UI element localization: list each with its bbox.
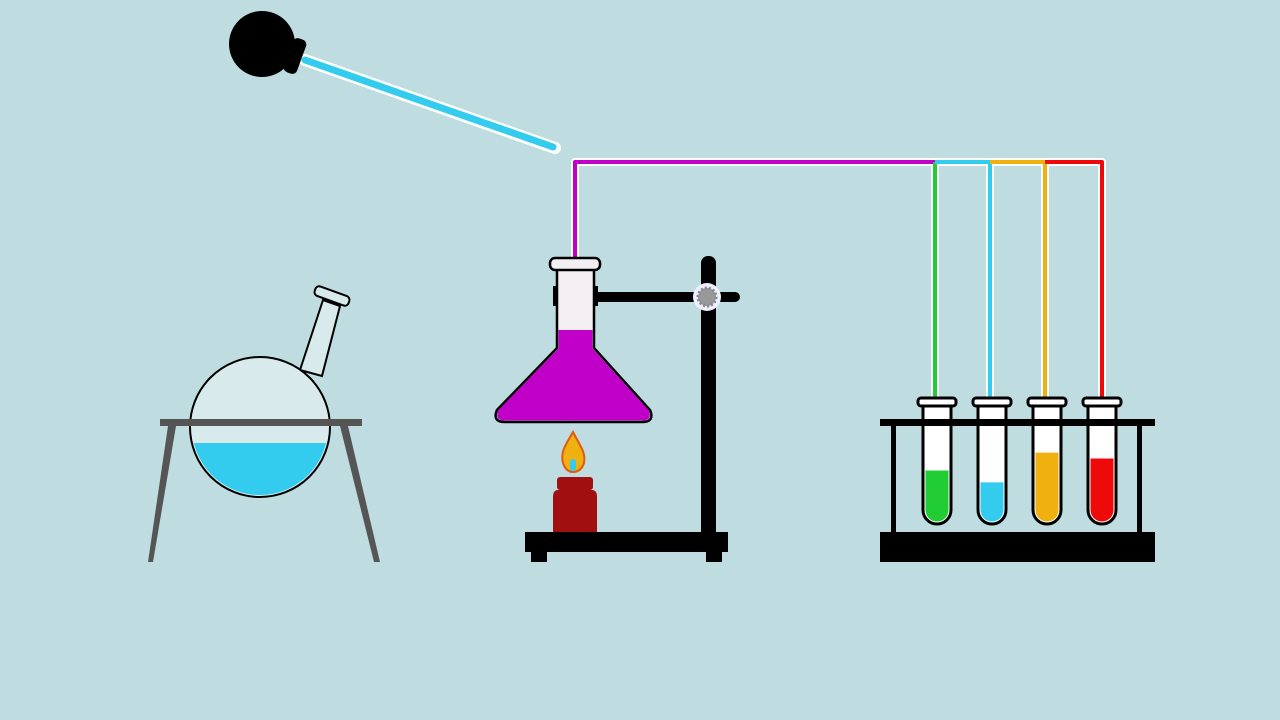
dropper-bulb — [229, 11, 295, 77]
test-tube — [1081, 396, 1123, 526]
test-tube-lip — [971, 396, 1013, 408]
test-tube-liquid — [980, 482, 1004, 522]
test-tube-liquid — [1035, 452, 1059, 522]
test-tube-lip — [916, 396, 958, 408]
test-tubes — [916, 396, 1123, 526]
burner — [553, 429, 597, 532]
test-tube — [1026, 396, 1068, 526]
test-tube — [916, 396, 958, 526]
test-tube-lip — [1026, 396, 1068, 408]
test-tube-liquid — [925, 470, 949, 522]
dropper — [229, 11, 561, 154]
test-tube-liquid — [1090, 458, 1114, 522]
tripod — [148, 419, 380, 562]
test-tube-rack — [880, 396, 1155, 562]
ring-stand — [525, 256, 740, 562]
erlenmeyer-flask — [494, 256, 653, 424]
test-tube-lip — [1081, 396, 1123, 408]
test-tube — [971, 396, 1013, 526]
flame-icon — [561, 429, 586, 474]
tubing — [571, 158, 1106, 398]
